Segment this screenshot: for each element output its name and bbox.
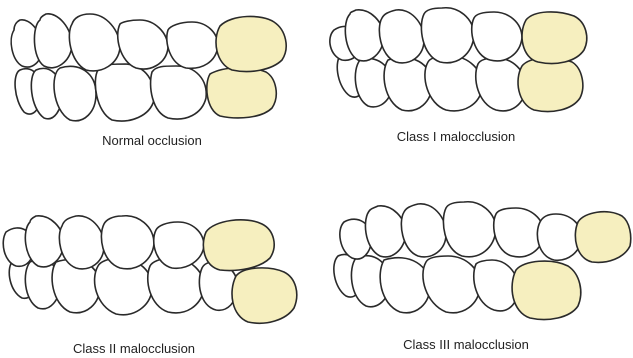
upper-tooth bbox=[118, 20, 168, 69]
upper-tooth bbox=[101, 216, 154, 269]
lower-molar-highlight bbox=[512, 261, 581, 319]
panel-class-iii bbox=[334, 202, 631, 320]
panel-class-ii bbox=[3, 216, 297, 323]
upper-tooth bbox=[472, 12, 522, 61]
caption-class-iii-malocclusion: Class III malocclusion bbox=[366, 337, 566, 352]
upper-tooth bbox=[421, 8, 474, 63]
upper-tooth bbox=[443, 202, 496, 257]
upper-molar-highlight bbox=[522, 12, 587, 64]
upper-tooth bbox=[59, 216, 104, 269]
lower-tooth bbox=[384, 57, 432, 110]
lower-tooth bbox=[95, 64, 154, 121]
panel-class-i bbox=[330, 8, 587, 112]
upper-tooth bbox=[25, 216, 64, 267]
caption-normal-occlusion: Normal occlusion bbox=[52, 133, 252, 148]
upper-molar-highlight bbox=[203, 220, 274, 271]
upper-tooth bbox=[69, 14, 120, 71]
upper-tooth bbox=[401, 204, 446, 257]
upper-tooth bbox=[494, 208, 544, 257]
panel-normal-occlusion bbox=[11, 14, 286, 121]
upper-tooth bbox=[345, 10, 384, 61]
lower-tooth bbox=[54, 66, 96, 120]
upper-tooth bbox=[379, 10, 424, 63]
lower-molar-highlight bbox=[232, 268, 297, 323]
lower-tooth bbox=[151, 66, 207, 119]
upper-molar-highlight bbox=[575, 212, 630, 263]
caption-class-i-malocclusion: Class I malocclusion bbox=[356, 129, 556, 144]
caption-class-ii-malocclusion: Class II malocclusion bbox=[34, 341, 234, 356]
upper-tooth bbox=[167, 22, 218, 68]
lower-tooth bbox=[380, 258, 430, 313]
lower-molar-highlight bbox=[207, 68, 276, 118]
lower-tooth bbox=[423, 256, 480, 313]
upper-tooth bbox=[365, 206, 406, 257]
upper-molar-highlight bbox=[216, 16, 286, 71]
lower-molar-highlight bbox=[518, 58, 583, 112]
upper-tooth bbox=[154, 222, 204, 268]
lower-tooth bbox=[425, 56, 482, 111]
upper-tooth bbox=[34, 14, 72, 68]
